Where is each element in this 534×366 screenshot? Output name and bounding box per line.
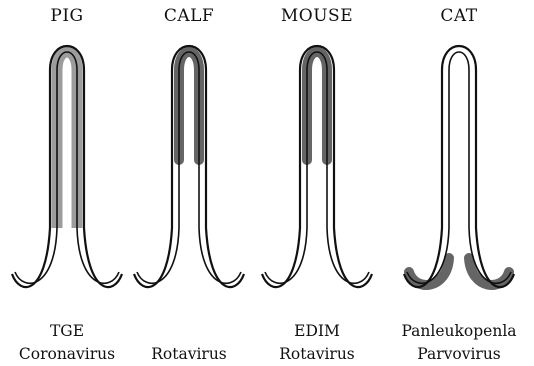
villus-lumen-line [407,52,511,283]
panel-mouse: MOUSE EDIM Rotavirus [252,0,382,366]
outline-calf [134,46,244,287]
outline-cat [404,46,514,287]
agent-line2-mouse: Rotavirus [242,345,392,363]
villus-outer-wall [134,46,244,287]
villus-outer-wall [404,46,514,287]
panel-pig: PIG TGE Coronavirus [2,0,132,366]
outline-pig [12,46,122,287]
lesion-pig [57,52,77,228]
agent-line1-pig: TGE [0,322,142,340]
agent-line1-cat: Panleukopenla [384,322,534,340]
lesion-mouse [307,52,327,160]
villus-mouse [252,0,382,366]
outline-mouse [262,46,372,287]
villus-cat [394,0,524,366]
agent-line2-cat: Parvovirus [384,345,534,363]
villus-outer-wall [12,46,122,287]
lesion-band [307,52,327,160]
villus-lumen-line [265,52,369,283]
lesion-band [57,52,77,228]
villus-pig [2,0,132,366]
panel-cat: CAT Panleukopenla Parvovirus [394,0,524,366]
villus-outer-wall [262,46,372,287]
lesion-calf [179,52,199,160]
villus-lumen-line [137,52,241,283]
lesion-cat [409,258,509,285]
agent-line1-mouse: EDIM [242,322,392,340]
panel-calf: CALF Rotavirus [124,0,254,366]
villus-lumen-line [15,52,119,283]
lesion-band [179,52,199,160]
villus-calf [124,0,254,366]
